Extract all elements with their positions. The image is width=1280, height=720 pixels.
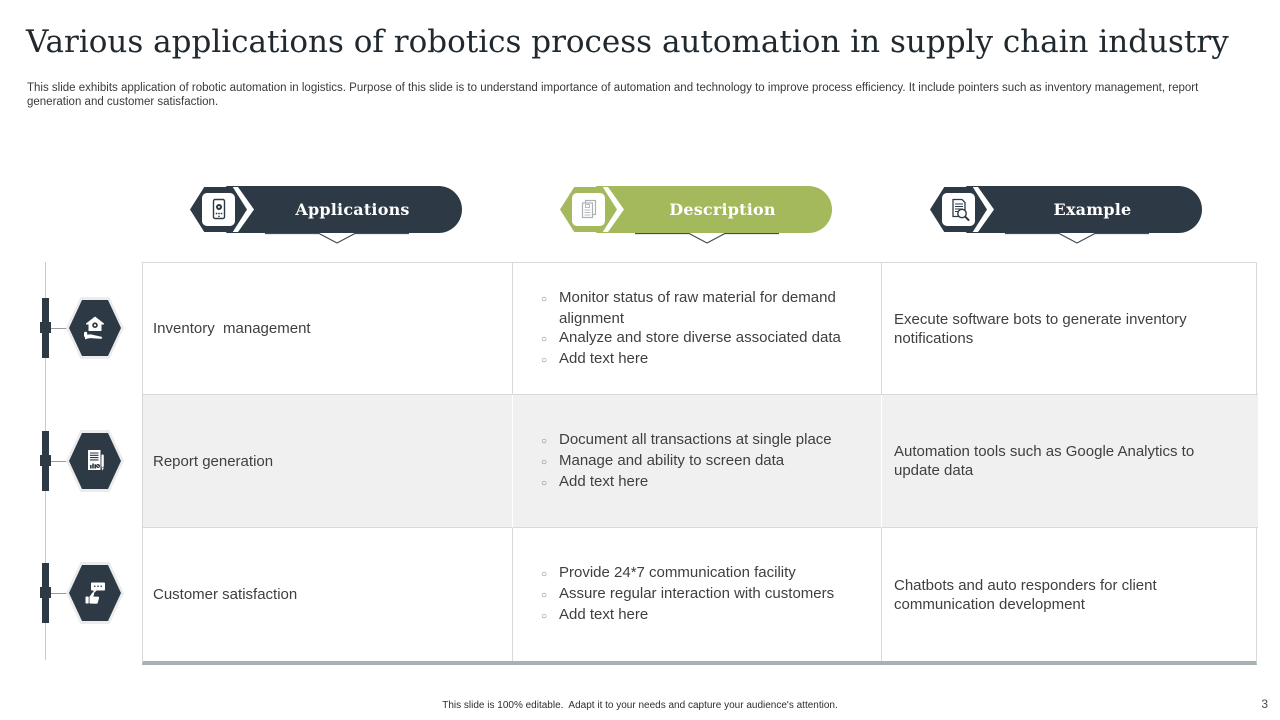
list-item: Add text here [529,472,832,493]
document-icon [581,199,596,218]
report-document-icon [88,450,104,471]
badge-box [572,193,605,226]
badge-box [202,193,235,226]
table-cell-description: Provide 24*7 communication facility Assu… [513,528,882,661]
timeline-square [40,455,51,466]
banner-underline-chevron [265,232,409,244]
bullet-list: Monitor status of raw material for deman… [529,288,871,370]
table-cell-description: Monitor status of raw material for deman… [513,263,882,395]
bullet-list: Provide 24*7 communication facility Assu… [529,563,834,626]
banner-underline-chevron [635,232,779,244]
timeline-connector [51,593,68,594]
banner-badge [930,187,987,232]
banner-label: Description [669,200,776,219]
example-text: Chatbots and auto responders for client … [894,576,1157,613]
timeline-node-report [0,430,130,492]
table-cell-application: Customer satisfaction [143,528,513,661]
timeline-connector [51,461,68,462]
banner-label: Applications [295,200,410,219]
list-item: Document all transactions at single plac… [529,430,832,451]
page-title: Various applications of robotics process… [26,24,1229,60]
list-item: Analyze and store diverse associated dat… [529,328,871,349]
header-banner-example: Example [930,186,1202,244]
banner-bar [226,186,462,233]
table-cell-example: Automation tools such as Google Analytic… [882,395,1258,528]
header-banner-description: Description [560,186,832,244]
list-item: Add text here [529,605,834,626]
badge-box [942,193,975,226]
application-label: Customer satisfaction [153,586,298,603]
table-cell-application: Report generation [143,395,513,528]
document-search-icon [951,198,969,221]
banner-bar [966,186,1202,233]
footer-note: This slide is 100% editable. Adapt it to… [442,700,838,711]
header-banner-applications: Applications [190,186,462,244]
list-item: Provide 24*7 communication facility [529,563,834,584]
hexagon-badge [69,300,121,356]
page-number: 3 [1261,697,1268,711]
timeline-square [40,322,51,333]
banner-bar [596,186,832,233]
table-cell-description: Document all transactions at single plac… [513,395,882,528]
list-item: Assure regular interaction with customer… [529,584,834,605]
timeline-square [40,587,51,598]
example-text: Automation tools such as Google Analytic… [894,443,1195,479]
table-cell-application: Inventory management [143,263,513,395]
banner-underline-chevron [1005,232,1149,244]
tablet-icon [212,198,225,219]
table-cell-example: Execute software bots to generate invent… [882,263,1258,395]
hand-house-icon [84,316,104,340]
list-item: Manage and ability to screen data [529,451,832,472]
application-label: Inventory management [153,320,311,337]
banner-badge [190,187,247,232]
bullet-list: Document all transactions at single plac… [529,430,832,493]
example-text: Execute software bots to generate invent… [894,310,1187,347]
list-item: Add text here [529,349,871,370]
timeline-node-customer [0,562,130,624]
thumbs-up-chat-icon [85,582,105,604]
hexagon-badge [69,433,121,489]
application-label: Report generation [153,452,274,470]
slide-subtitle: This slide exhibits application of robot… [27,82,1199,108]
list-item: Monitor status of raw material for deman… [529,288,871,328]
timeline-node-inventory [0,297,130,359]
table-cell-example: Chatbots and auto responders for client … [882,528,1258,661]
timeline-connector [51,328,68,329]
banner-label: Example [1053,200,1132,219]
banner-badge [560,187,617,232]
applications-table: Inventory management Monitor status of r… [142,262,1258,665]
